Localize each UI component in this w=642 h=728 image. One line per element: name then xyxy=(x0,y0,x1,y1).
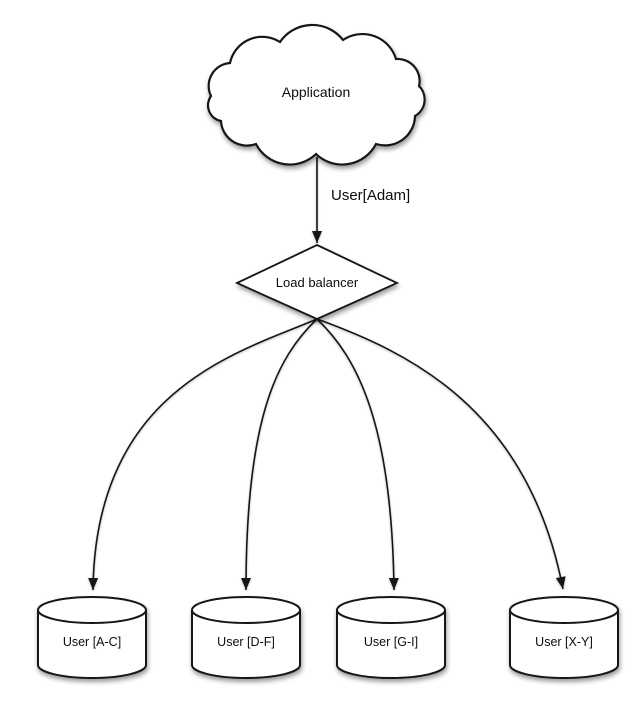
database-cylinder-icon xyxy=(191,596,301,679)
database-cylinder-icon xyxy=(336,596,446,679)
edges-layer xyxy=(88,157,566,591)
edge-loadbalancer-to-shard-df xyxy=(241,318,318,591)
shard-node-df: User [D-F] xyxy=(191,596,301,679)
load-balancer-label: Load balancer xyxy=(276,275,359,290)
database-cylinder-icon xyxy=(509,596,619,679)
edge-loadbalancer-to-shard-xy xyxy=(316,318,566,590)
shard-node-gi: User [G-I] xyxy=(336,596,446,679)
shard-node-ac: User [A-C] xyxy=(37,596,147,679)
edge-loadbalancer-to-shard-ac xyxy=(88,318,318,591)
shard-node-xy: User [X-Y] xyxy=(509,596,619,679)
database-cylinder-icon xyxy=(37,596,147,679)
edge-loadbalancer-to-shard-gi xyxy=(316,318,399,591)
shard-label-df: User [D-F] xyxy=(217,635,275,649)
application-cloud-node: Application xyxy=(206,23,426,166)
diamond-shape xyxy=(234,244,400,320)
load-balancer-node: Load balancer xyxy=(234,244,400,320)
shard-label-xy: User [X-Y] xyxy=(535,635,593,649)
shard-label-gi: User [G-I] xyxy=(364,635,418,649)
application-label: Application xyxy=(282,84,351,100)
cloud-shape xyxy=(206,23,426,166)
request-edge-label: User[Adam] xyxy=(331,187,410,204)
shard-label-ac: User [A-C] xyxy=(63,635,121,649)
